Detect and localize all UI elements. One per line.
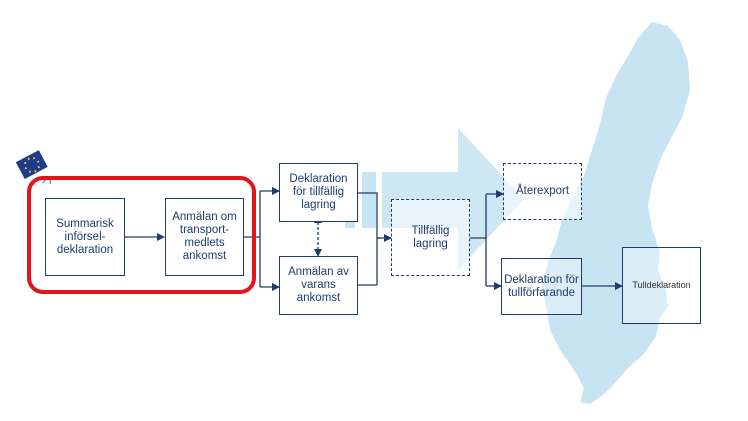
node-tulldeklaration: Tulldeklaration bbox=[622, 247, 701, 324]
node-tillfallig-lagring: Tillfällig lagring bbox=[391, 199, 470, 276]
node-summarisk-inforseldeklaration: Summarisk införsel-deklaration bbox=[45, 198, 125, 276]
connector-lagring-split bbox=[470, 194, 487, 286]
sweden-map-silhouette bbox=[542, 22, 690, 404]
node-deklaration-tullforfarande: Deklaration för tullförfarande bbox=[501, 258, 582, 315]
node-label: Deklaration för tullförfarande bbox=[504, 273, 579, 299]
node-label: Anmälan av varans ankomst bbox=[288, 266, 349, 304]
node-deklaration-tillfallig-lagring: Deklaration för tillfällig lagring bbox=[279, 163, 358, 222]
node-label: Summarisk införsel-deklaration bbox=[56, 217, 114, 256]
node-anmalan-varans-ankomst: Anmälan av varans ankomst bbox=[279, 256, 358, 315]
node-label: Tulldeklaration bbox=[632, 280, 691, 290]
node-label: Återexport bbox=[515, 185, 570, 197]
node-aterexport: Återexport bbox=[503, 163, 582, 220]
arrow-stripe bbox=[362, 172, 376, 228]
eu-steps-highlight bbox=[27, 176, 256, 294]
node-label: Anmälan om transport-medlets ankomst bbox=[172, 211, 237, 262]
node-anmalan-transportmedlets-ankomst: Anmälan om transport-medlets ankomst bbox=[165, 198, 244, 276]
eu-flag-icon bbox=[15, 150, 48, 180]
node-label: Deklaration för tillfällig lagring bbox=[289, 173, 348, 211]
node-label: Tillfällig lagring bbox=[411, 224, 450, 250]
